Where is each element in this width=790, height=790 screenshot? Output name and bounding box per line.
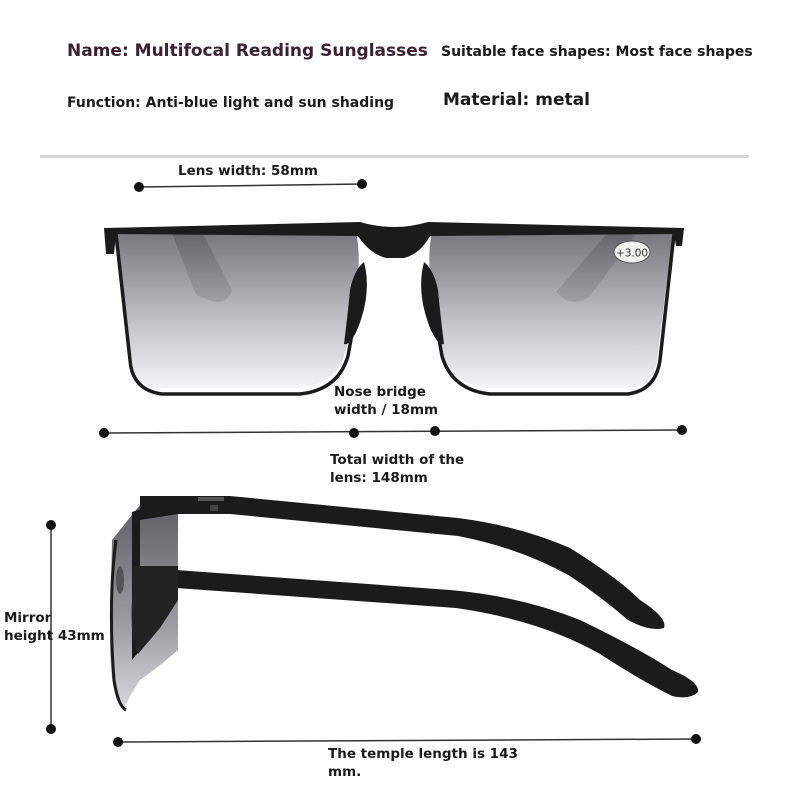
side-view-glasses: [109, 496, 699, 712]
nose-bridge-line2: width / 18mm: [334, 402, 439, 418]
section-divider: [40, 155, 749, 158]
temple-length-line: [113, 734, 701, 747]
front-view-glasses: [104, 222, 684, 396]
total-width-line1: Total width of the: [330, 452, 465, 468]
material-text: Material: metal: [443, 90, 590, 110]
product-name: Name: Multifocal Reading Sunglasses: [67, 41, 428, 61]
temple-length-line2: mm.: [328, 764, 362, 780]
mirror-height-line: [46, 520, 56, 734]
nose-bridge-label: Nose bridge width / 18mm: [334, 383, 438, 419]
lens-width-label: Lens width: 58mm: [178, 163, 318, 179]
lens-width-line: [134, 179, 367, 192]
total-width-label: Total width of the lens: 148mm: [330, 451, 464, 487]
mirror-height-line1: Mirror: [4, 610, 52, 626]
mirror-height-line2: height 43mm: [4, 628, 105, 644]
total-width-line: [99, 425, 687, 438]
temple-length-line1: The temple length is 143: [328, 746, 518, 762]
total-width-line2: lens: 148mm: [330, 470, 428, 486]
temple-length-label: The temple length is 143 mm.: [328, 745, 518, 781]
diopter-label: +3.00: [616, 248, 648, 260]
face-shapes-text: Suitable face shapes: Most face shapes: [441, 44, 753, 60]
function-text: Function: Anti-blue light and sun shadin…: [67, 95, 395, 111]
nose-bridge-line1: Nose bridge: [334, 384, 426, 400]
mirror-height-label: Mirror height 43mm: [4, 609, 105, 645]
